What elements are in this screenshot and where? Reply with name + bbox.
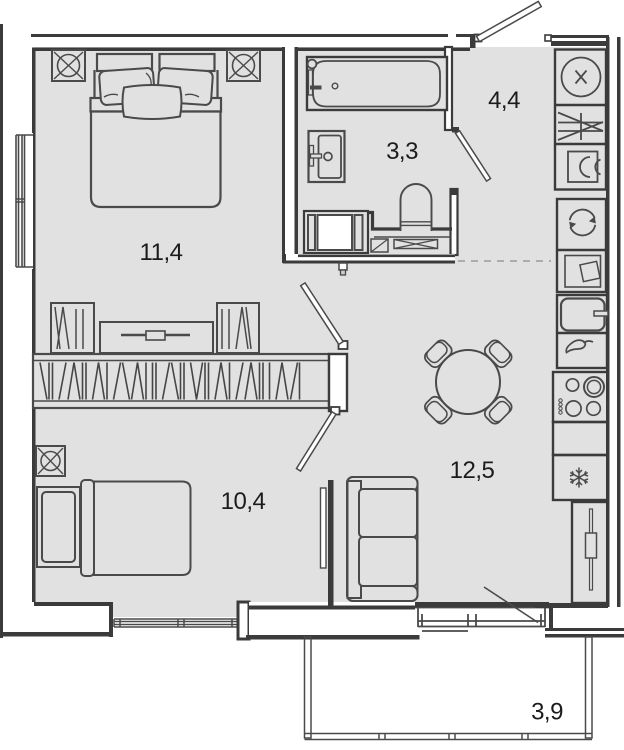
svg-text:10,4: 10,4 xyxy=(221,488,266,515)
svg-text:4,4: 4,4 xyxy=(488,87,520,114)
svg-text:3,3: 3,3 xyxy=(386,138,418,165)
svg-text:12,5: 12,5 xyxy=(450,457,495,484)
svg-text:3,9: 3,9 xyxy=(531,699,563,726)
svg-text:11,4: 11,4 xyxy=(140,239,183,266)
